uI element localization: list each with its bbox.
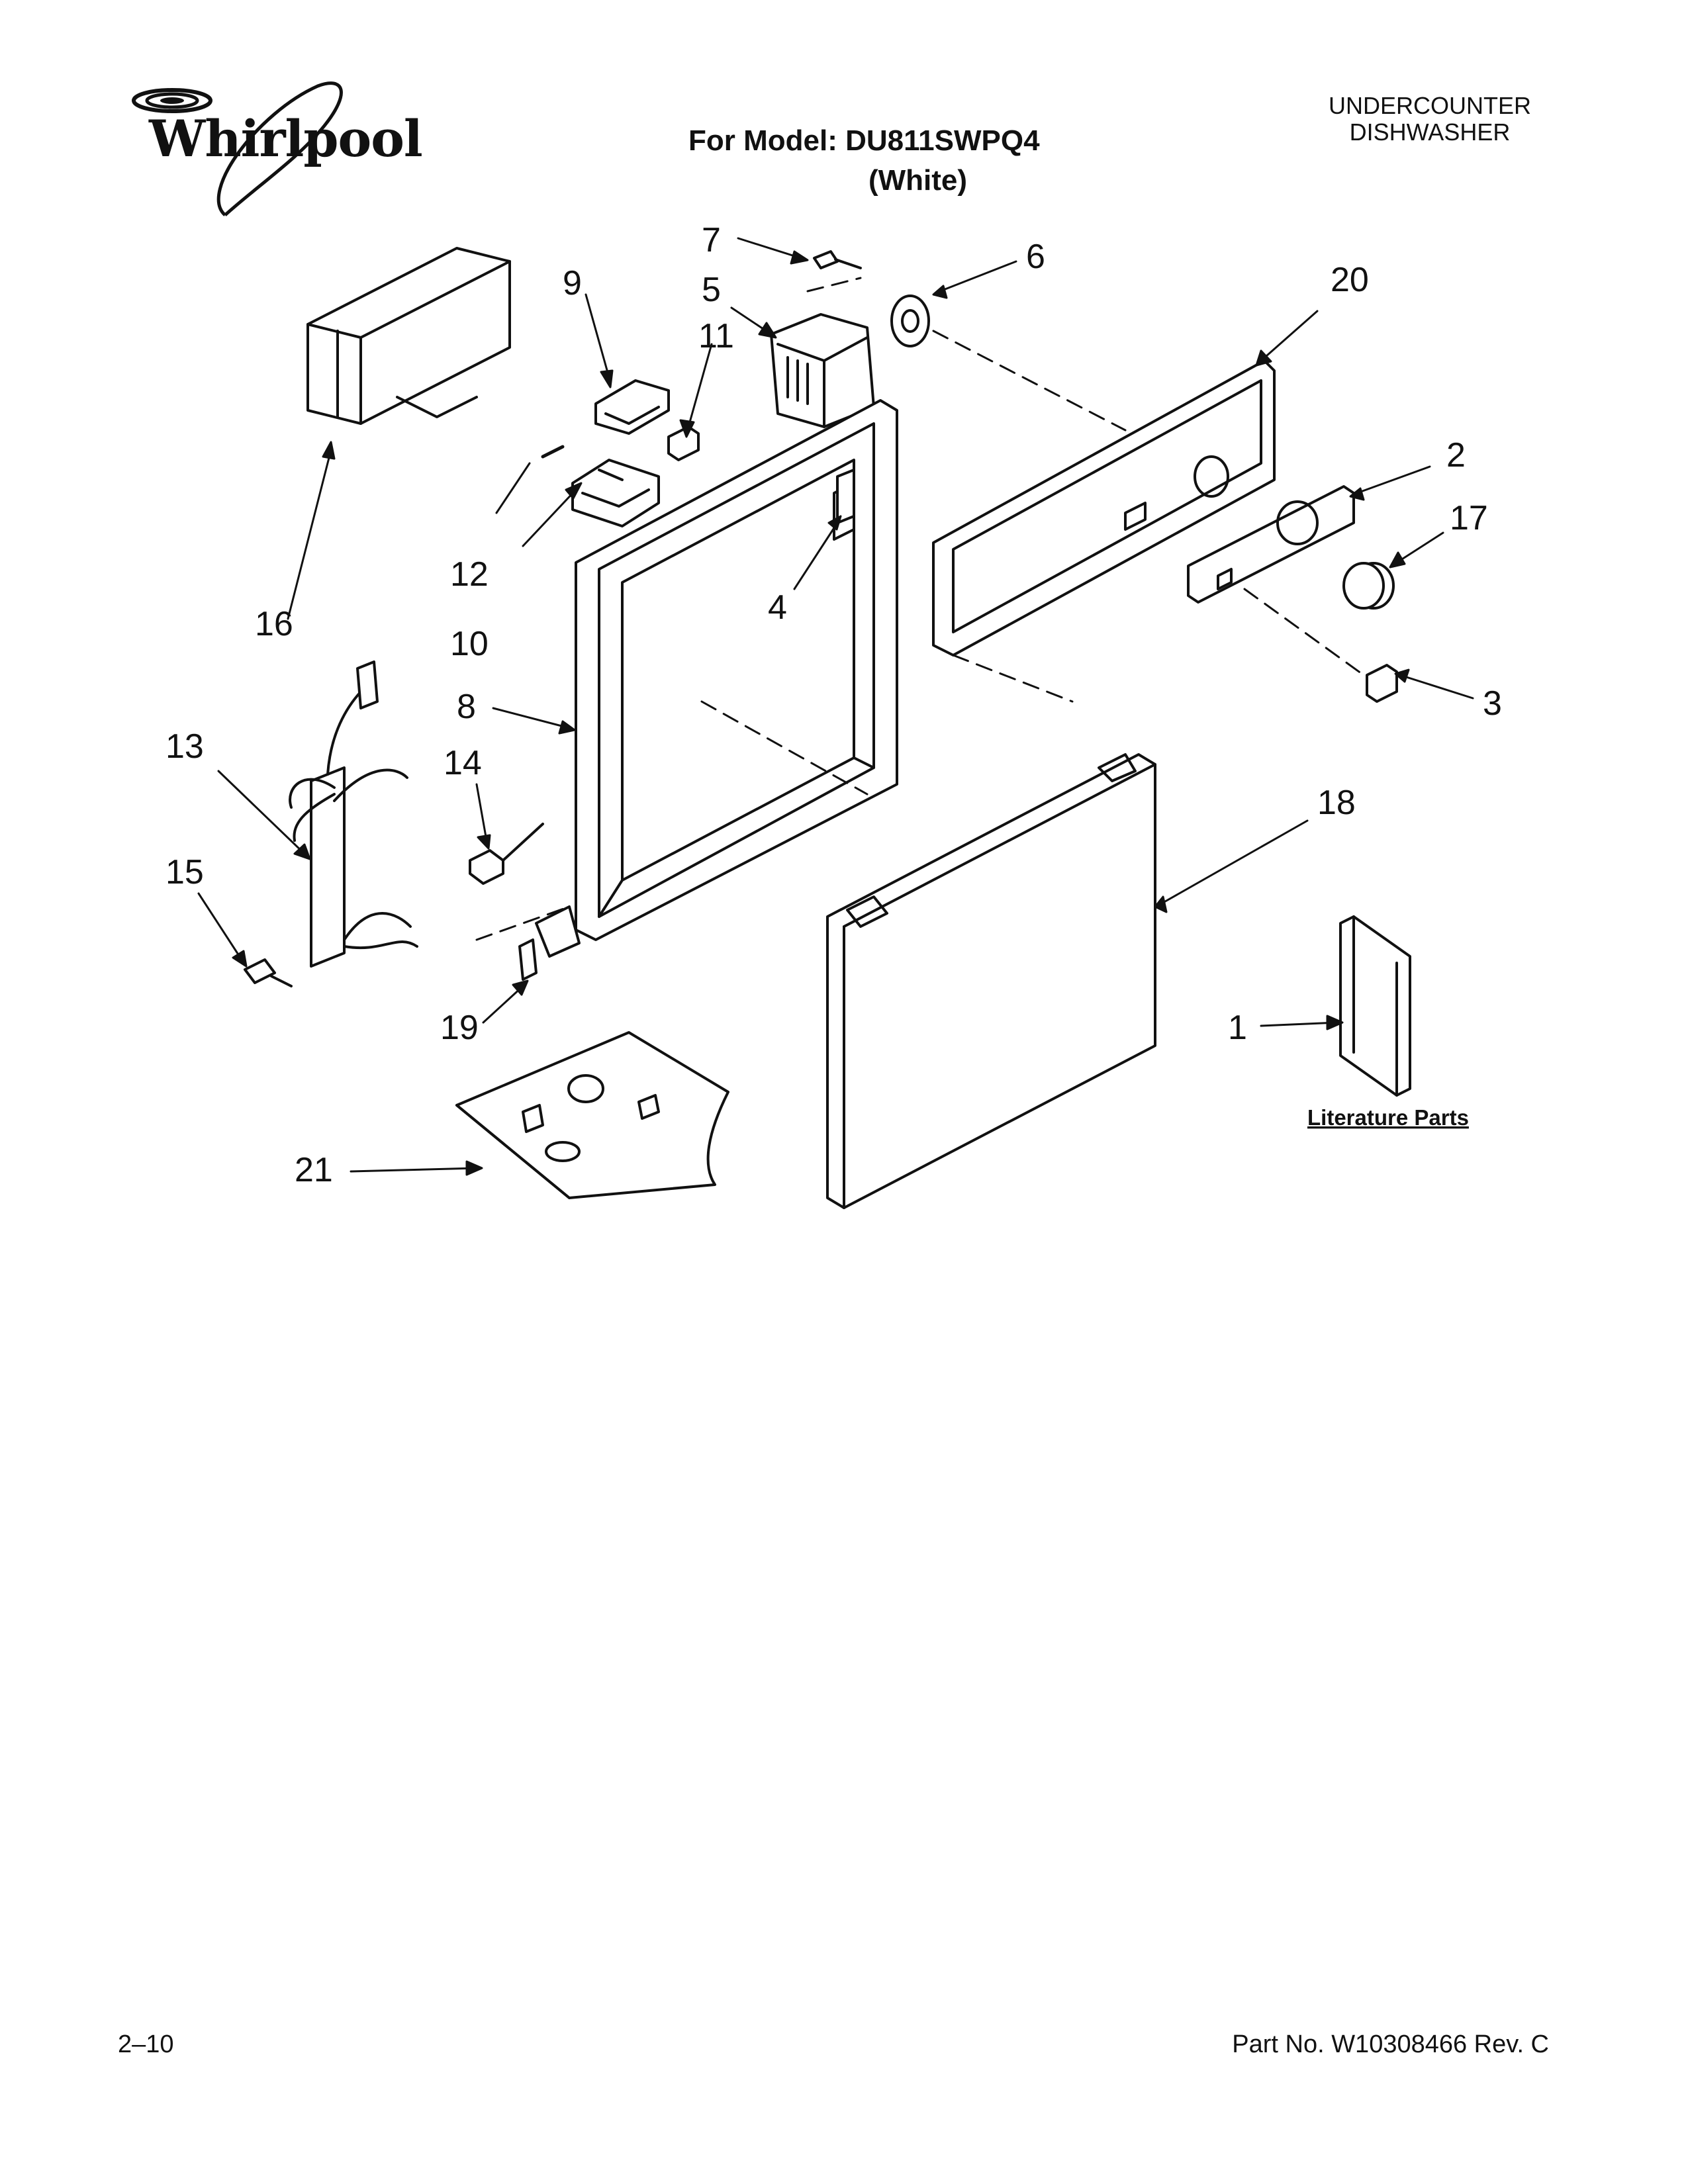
callout-11: 11 [698,317,734,355]
part-17-knob [1342,562,1395,610]
callout-17: 17 [1450,499,1488,537]
part-18-door-panel [826,753,1156,1209]
brand-name: Whirlpool [149,109,423,168]
product-type-line2: DISHWASHER [1349,118,1511,146]
part-4-clip [836,469,855,524]
callout-5: 5 [702,271,721,309]
part-6-knob [890,295,930,347]
callout-18: 18 [1317,784,1356,822]
part-7-screw [813,250,862,269]
part-19-clip [518,938,538,981]
callout-2: 2 [1446,436,1466,475]
part-20-control-panel [932,359,1276,657]
literature-parts-label: Literature Parts [1307,1105,1469,1130]
part-5-controller [770,313,875,428]
alignment-lines [475,277,1365,941]
callout-15: 15 [165,853,204,891]
part-10-latch-base [571,459,660,527]
part-16-cover [306,247,511,425]
callout-19: 19 [440,1009,479,1047]
model-color: (White) [868,164,968,197]
part-number: Part No. W10308466 Rev. C [1232,2030,1549,2058]
part-8-door-frame [535,399,898,958]
product-type-line1: UNDERCOUNTER [1329,92,1531,119]
part-13-wire-harness [289,660,418,968]
part-14-sensor [469,823,544,885]
model-title: For Model: DU811SWPQ4 [688,124,1040,157]
callout-14: 14 [444,744,482,782]
part-2-console-overlay [1187,485,1355,604]
callout-13: 13 [165,727,204,766]
part-11-switch [667,426,700,461]
callout-21: 21 [295,1151,333,1189]
callout-8: 8 [457,688,476,726]
callout-12: 12 [450,555,489,594]
callout-labels: 16 9 11 12 10 5 7 6 20 4 8 2 17 3 13 14 … [165,221,1502,1189]
part-1-literature [1339,915,1411,1097]
whirlpool-logo [132,81,343,216]
callout-10: 10 [450,625,489,663]
callout-16: 16 [255,605,293,643]
leader-arrows [197,237,1474,1176]
part-12-spring [541,445,565,459]
page-number: 2–10 [118,2030,174,2058]
part-9-latch [594,379,670,435]
callout-20: 20 [1331,261,1369,299]
callout-1: 1 [1228,1009,1247,1047]
part-21-hardware-bag [455,1031,729,1199]
callout-7: 7 [702,221,721,259]
callout-3: 3 [1483,684,1502,723]
part-3-button [1366,664,1398,703]
callout-9: 9 [563,264,582,302]
callout-4: 4 [768,588,787,627]
callout-6: 6 [1026,238,1045,276]
part-15-screw [244,958,293,987]
